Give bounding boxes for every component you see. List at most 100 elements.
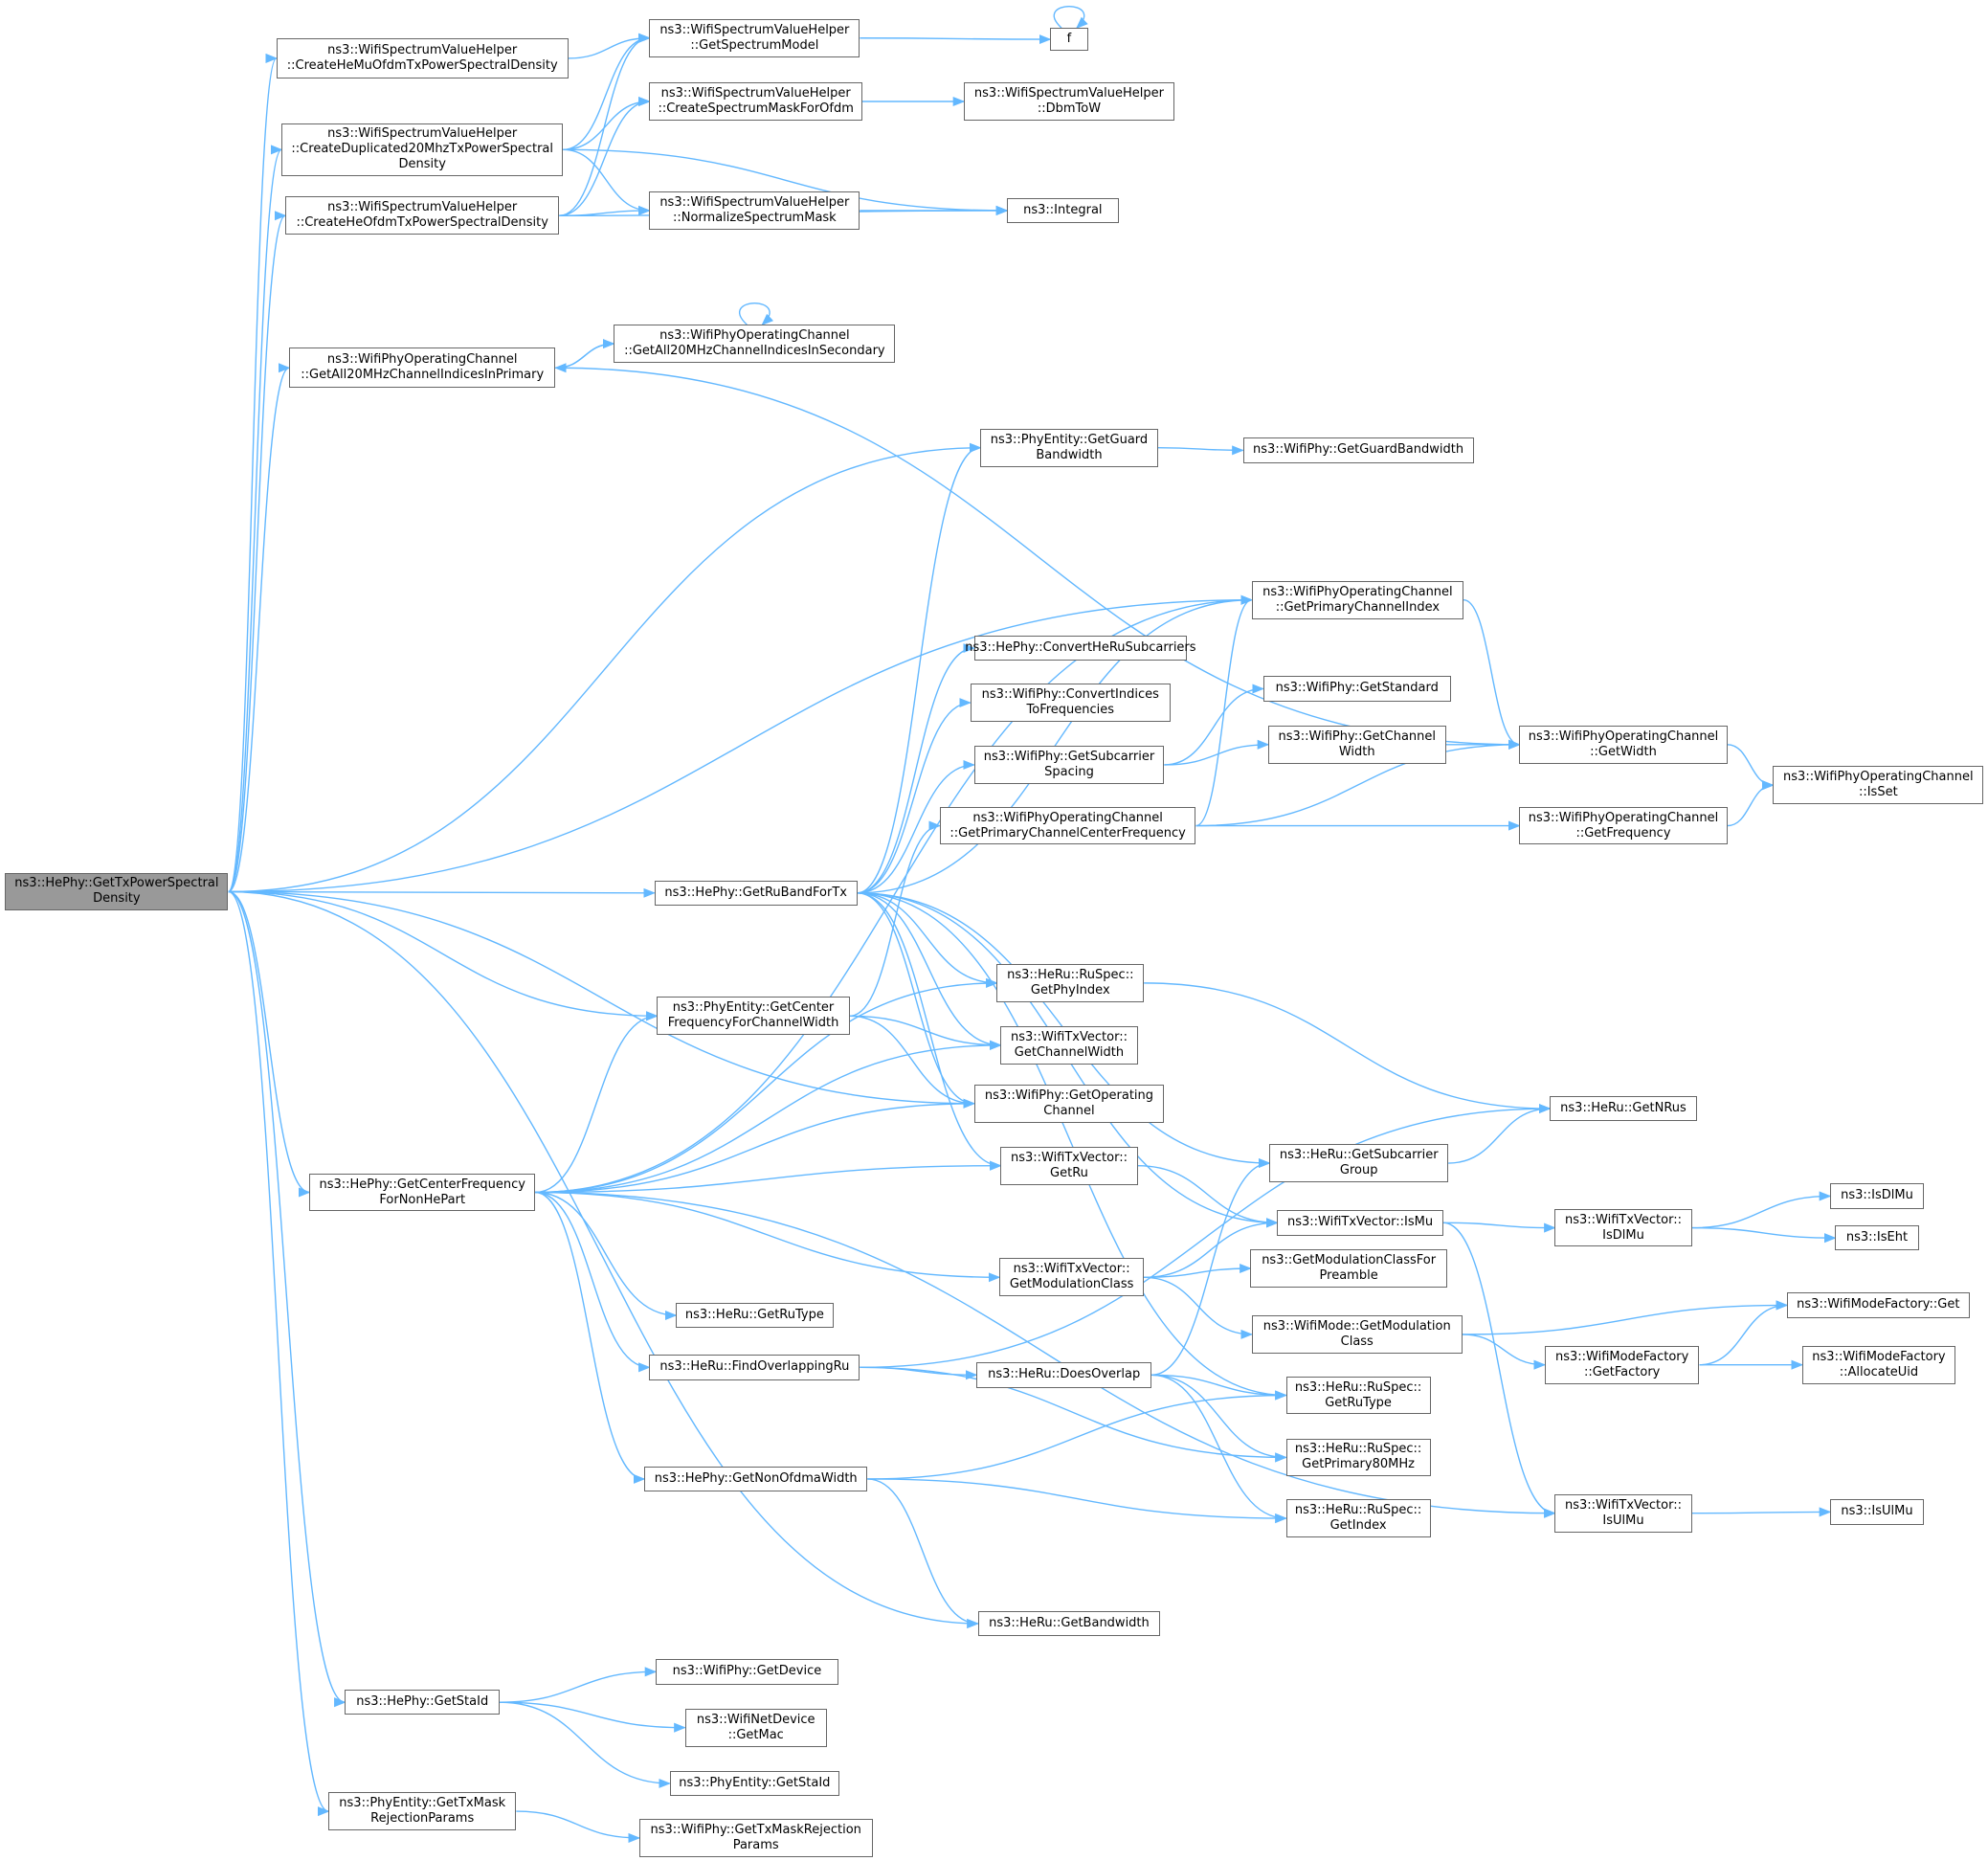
node-phyentity-gettxmaskrejectionparams[interactable]: ns3::PhyEntity::GetTxMask RejectionParam… <box>328 1792 517 1830</box>
node-phyentity-getguardbandwidth[interactable]: ns3::PhyEntity::GetGuard Bandwidth <box>980 428 1158 467</box>
node-wifiphy-gettxmaskrejectionparams[interactable]: ns3::WifiPhy::GetTxMaskRejection Params <box>638 1819 873 1857</box>
node-label: ns3::WifiPhyOperatingChannel ::GetAll20M… <box>624 328 885 359</box>
node-heru-getbandwidth[interactable]: ns3::HeRu::GetBandwidth <box>977 1610 1161 1637</box>
node-label: ns3::HeRu::GetBandwidth <box>989 1616 1150 1630</box>
node-wifiphyoperatingchannel-getprimarychannelcenterfrequency[interactable]: ns3::WifiPhyOperatingChannel ::GetPrimar… <box>939 806 1196 845</box>
edge-n29-to-n27 <box>849 1015 1002 1050</box>
node-wifimodefactory-get[interactable]: ns3::WifiModeFactory::Get <box>1786 1292 1970 1318</box>
node-f[interactable]: f <box>1050 28 1088 51</box>
node-heru-ruspec-getindex[interactable]: ns3::HeRu::RuSpec:: GetIndex <box>1285 1499 1431 1537</box>
edge-root-to-n5 <box>227 145 283 893</box>
node-wifinetdevice-getmac[interactable]: ns3::WifiNetDevice ::GetMac <box>684 1708 827 1747</box>
node-label: ns3::WifiPhy::GetGuardBandwidth <box>1253 442 1464 458</box>
node-wifimodefactory-getfactory[interactable]: ns3::WifiModeFactory ::GetFactory <box>1544 1345 1700 1384</box>
node-wifispectrumvaluehelper-createspectrummaskforofdm[interactable]: ns3::WifiSpectrumValueHelper ::CreateSpe… <box>649 82 862 121</box>
node-label: ns3::WifiPhy::GetSubcarrier Spacing <box>983 749 1155 779</box>
node-label: ns3::WifiPhy::GetStandard <box>1275 681 1439 696</box>
node-wifitxvector-getchannelwidth[interactable]: ns3::WifiTxVector:: GetChannelWidth <box>1000 1025 1138 1065</box>
edge-root-to-n25 <box>228 887 656 898</box>
node-heru-ruspec-getphyindex[interactable]: ns3::HeRu::RuSpec:: GetPhyIndex <box>996 964 1145 1002</box>
node-wifiphy-getdevice[interactable]: ns3::WifiPhy::GetDevice <box>656 1659 838 1685</box>
edge-n23-to-n15 <box>1195 594 1254 827</box>
node-label: ns3::WifiPhyOperatingChannel ::GetWidth <box>1528 729 1719 759</box>
node-hephy-getcenterfrequencyfornonhepart[interactable]: ns3::HePhy::GetCenterFrequency ForNonHeP… <box>309 1173 536 1212</box>
node-wifiphyoperatingchannel-getfrequency[interactable]: ns3::WifiPhyOperatingChannel ::GetFreque… <box>1519 806 1728 845</box>
node-label: ns3::HeRu::RuSpec:: GetIndex <box>1294 1503 1422 1534</box>
node-wifitxvector-getmodulationclass[interactable]: ns3::WifiTxVector:: GetModulationClass <box>999 1258 1145 1297</box>
edge-n33-to-n38 <box>535 1191 1001 1283</box>
node-wifispectrumvaluehelper-normalizespectrummask[interactable]: ns3::WifiSpectrumValueHelper ::Normalize… <box>649 191 860 230</box>
node-heru-doesoverlap[interactable]: ns3::HeRu::DoesOverlap <box>976 1362 1152 1388</box>
node-hephy-convertherusubcarriers[interactable]: ns3::HePhy::ConvertHeRuSubcarriers <box>965 635 1196 661</box>
edge-n33-to-n41 <box>535 1191 678 1321</box>
node-getmodulationclassforpreamble[interactable]: ns3::GetModulationClassFor Preamble <box>1250 1249 1447 1288</box>
node-hephy-getstaid[interactable]: ns3::HePhy::GetStaId <box>345 1689 501 1715</box>
node-wifiphyoperatingchannel-getall20mhzchannelindicesinprimary[interactable]: ns3::WifiPhyOperatingChannel ::GetAll20M… <box>289 348 556 389</box>
node-wifispectrumvaluehelper-createhemuofdmtxpowerspectraldensity[interactable]: ns3::WifiSpectrumValueHelper ::CreateHeM… <box>276 37 569 79</box>
node-isdlmu[interactable]: ns3::IsDlMu <box>1829 1183 1925 1209</box>
node-label: ns3::WifiTxVector:: IsDlMu <box>1564 1212 1682 1243</box>
node-wifiphyoperatingchannel-getall20mhzchannelindicesinsecondary[interactable]: ns3::WifiPhyOperatingChannel ::GetAll20M… <box>614 325 896 363</box>
edge-root-to-n54 <box>228 890 346 1708</box>
node-wifiphyoperatingchannel-isset[interactable]: ns3::WifiPhyOperatingChannel ::IsSet <box>1773 766 1984 805</box>
node-label: ns3::Integral <box>1023 202 1103 217</box>
node-label: ns3::WifiSpectrumValueHelper ::GetSpectr… <box>659 22 850 53</box>
node-isulmu[interactable]: ns3::IsUlMu <box>1829 1499 1925 1525</box>
edge-n38-to-n39 <box>1144 1263 1252 1278</box>
edge-n33-to-n49 <box>535 1191 646 1484</box>
node-label: ns3::HePhy::ConvertHeRuSubcarriers <box>965 640 1196 656</box>
node-label: ns3::WifiSpectrumValueHelper ::CreateHeO… <box>296 200 548 231</box>
node-wifispectrumvaluehelper-getspectrummodel[interactable]: ns3::WifiSpectrumValueHelper ::GetSpectr… <box>649 18 860 57</box>
node-wifiphy-getoperatingchannel[interactable]: ns3::WifiPhy::GetOperating Channel <box>973 1084 1165 1123</box>
node-label: ns3::WifiPhyOperatingChannel ::IsSet <box>1783 770 1974 800</box>
node-label: ns3::WifiTxVector:: GetModulationClass <box>1009 1262 1134 1292</box>
edge-n33-to-n27 <box>535 1040 1002 1194</box>
edge-n26-to-n30 <box>1144 982 1552 1114</box>
node-wifitxvector-isdlmu[interactable]: ns3::WifiTxVector:: IsDlMu <box>1554 1208 1692 1247</box>
node-wifimodefactory-allocateuid[interactable]: ns3::WifiModeFactory ::AllocateUid <box>1801 1345 1956 1384</box>
node-wifiphy-getguardbandwidth[interactable]: ns3::WifiPhy::GetGuardBandwidth <box>1242 437 1474 463</box>
node-heru-getnrus[interactable]: ns3::HeRu::GetNRus <box>1550 1095 1697 1122</box>
node-wifiphyoperatingchannel-getwidth[interactable]: ns3::WifiPhyOperatingChannel ::GetWidth <box>1519 725 1728 764</box>
node-label: ns3::IsUlMu <box>1841 1504 1913 1519</box>
node-wifiphy-getstandard[interactable]: ns3::WifiPhy::GetStandard <box>1262 676 1451 702</box>
node-wifitxvector-ismu[interactable]: ns3::WifiTxVector::IsMu <box>1277 1210 1443 1236</box>
node-label: ns3::WifiPhyOperatingChannel ::GetFreque… <box>1528 810 1719 841</box>
node-label: ns3::WifiSpectrumValueHelper ::CreateSpe… <box>658 86 854 116</box>
node-label: ns3::HeRu::DoesOverlap <box>988 1367 1141 1382</box>
node-wifiphyoperatingchannel-getprimarychannelindex[interactable]: ns3::WifiPhyOperatingChannel ::GetPrimar… <box>1251 580 1464 619</box>
node-label: ns3::PhyEntity::GetGuard Bandwidth <box>990 432 1149 462</box>
node-hephy-getnonofdmawidth[interactable]: ns3::HePhy::GetNonOfdmaWidth <box>644 1466 868 1492</box>
edge-n35-to-n37 <box>1691 1226 1837 1244</box>
node-heru-ruspec-getrutype[interactable]: ns3::HeRu::RuSpec:: GetRuType <box>1285 1376 1431 1415</box>
node-wifitxvector-isulmu[interactable]: ns3::WifiTxVector:: IsUlMu <box>1554 1493 1692 1533</box>
node-heru-findoverlappingru[interactable]: ns3::HeRu::FindOverlappingRu <box>649 1355 860 1380</box>
node-wifimode-getmodulationclass[interactable]: ns3::WifiMode::GetModulation Class <box>1251 1315 1463 1354</box>
edge-n4-to-n4 <box>1053 6 1088 30</box>
node-wifispectrumvaluehelper-dbmtow[interactable]: ns3::WifiSpectrumValueHelper ::DbmToW <box>964 82 1174 121</box>
node-phyentity-getcenterfrequencyforchannelwidth[interactable]: ns3::PhyEntity::GetCenter FrequencyForCh… <box>657 997 850 1036</box>
node-heru-getrutype[interactable]: ns3::HeRu::GetRuType <box>676 1302 834 1329</box>
edge-n5-to-n10 <box>563 148 1009 215</box>
node-wifiphy-getsubcarrierspacing[interactable]: ns3::WifiPhy::GetSubcarrier Spacing <box>973 746 1165 784</box>
edge-n25-to-n13 <box>857 442 982 894</box>
node-wifispectrumvaluehelper-createduplicated20mhztxpowerspectraldensity[interactable]: ns3::WifiSpectrumValueHelper ::CreateDup… <box>281 123 564 177</box>
edge-n46-to-n48 <box>1151 1374 1287 1463</box>
node-hephy-getrubandfortx[interactable]: ns3::HePhy::GetRuBandForTx <box>654 880 858 907</box>
edge-n19-to-n20 <box>1164 739 1270 766</box>
node-heru-ruspec-getprimary80mhz[interactable]: ns3::HeRu::RuSpec:: GetPrimary80MHz <box>1285 1438 1431 1477</box>
node-label: ns3::HePhy::GetTxPowerSpectral Density <box>14 876 219 907</box>
edge-root-to-n58 <box>228 890 330 1816</box>
node-iseht[interactable]: ns3::IsEht <box>1835 1224 1919 1251</box>
node-wifitxvector-getru[interactable]: ns3::WifiTxVector:: GetRu <box>1000 1146 1138 1185</box>
node-heru-getsubcarriergroup[interactable]: ns3::HeRu::GetSubcarrier Group <box>1269 1144 1449 1182</box>
node-wifiphy-convertindicestofrequencies[interactable]: ns3::WifiPhy::ConvertIndices ToFrequenci… <box>970 684 1171 722</box>
edge-root-to-n15 <box>228 594 1254 893</box>
node-wifispectrumvaluehelper-createheofdmtxpowerspectraldensity[interactable]: ns3::WifiSpectrumValueHelper ::CreateHeO… <box>285 196 560 235</box>
node-hephy-gettxpowerspectraldensity[interactable]: ns3::HePhy::GetTxPowerSpectral Density <box>5 872 229 911</box>
node-wifiphy-getchannelwidth[interactable]: ns3::WifiPhy::GetChannel Width <box>1268 725 1446 764</box>
node-integral[interactable]: ns3::Integral <box>1007 197 1119 224</box>
node-phyentity-getstaid[interactable]: ns3::PhyEntity::GetStaId <box>669 1770 840 1797</box>
edge-root-to-n11 <box>228 363 291 893</box>
